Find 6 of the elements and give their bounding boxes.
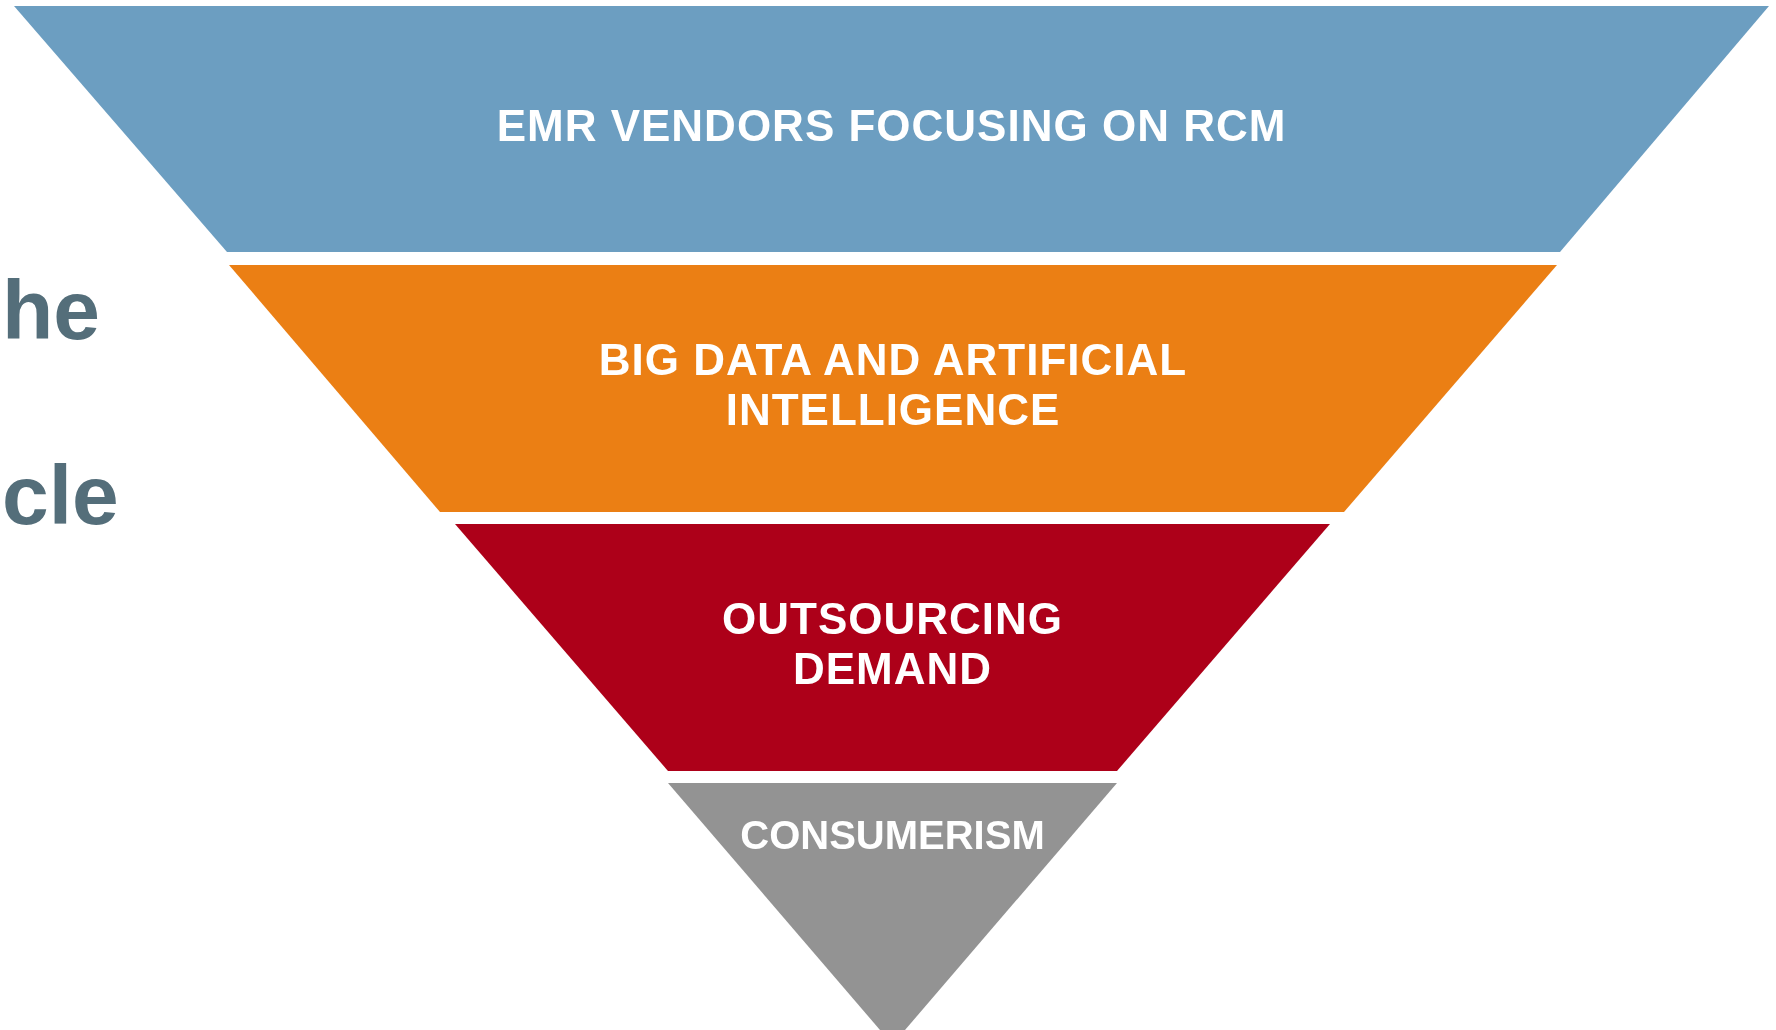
cropped-heading-text: he [2, 265, 101, 355]
segment-label: CONSUMERISM [739, 812, 1046, 859]
segment-label: BIG DATA AND ARTIFICIAL INTELLIGENCE [597, 335, 1189, 435]
segment-label: EMR VENDORS FOCUSING ON RCM [495, 101, 1288, 151]
segment-label: OUTSOURCING DEMAND [721, 594, 1064, 694]
cropped-heading-text: cle [2, 450, 119, 540]
